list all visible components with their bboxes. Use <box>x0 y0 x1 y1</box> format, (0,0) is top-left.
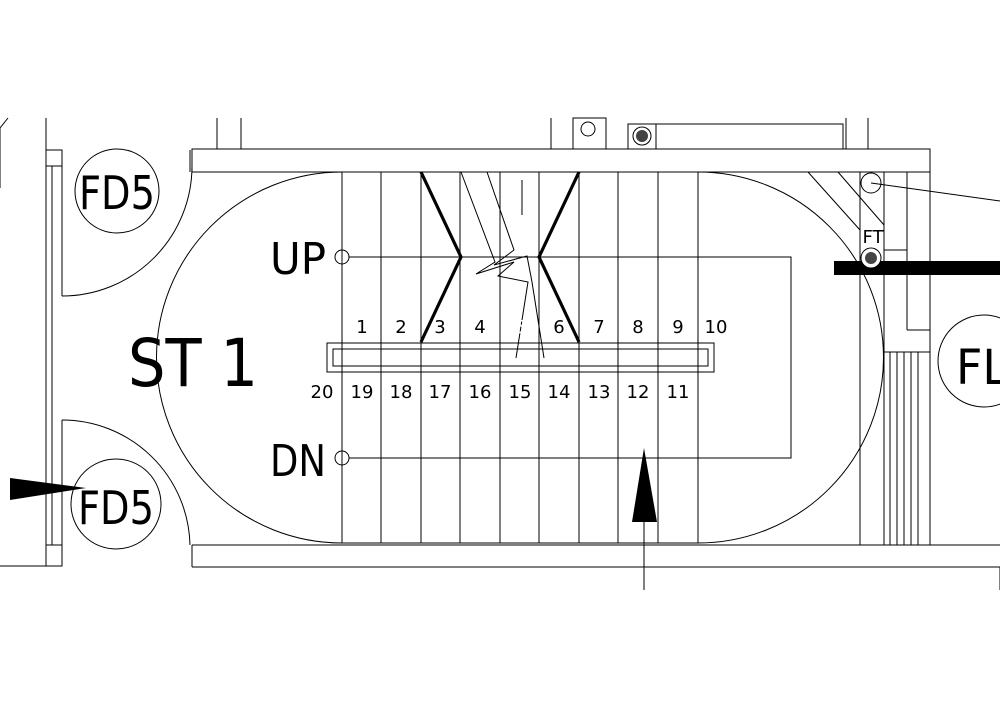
tread-number: 1 <box>356 317 367 338</box>
tread-number: 18 <box>390 382 413 403</box>
fire-door-top: FD5 <box>61 148 193 297</box>
landing-outline <box>156 171 884 544</box>
tread-number: 6 <box>553 317 564 338</box>
fire-door-bottom: FD5 <box>61 419 191 550</box>
tread-number: 3 <box>434 317 445 338</box>
ft-tag: FT <box>862 227 884 248</box>
walkline-up <box>334 249 792 466</box>
tread-number: 11 <box>667 382 690 403</box>
right-tag: FL <box>937 314 1000 408</box>
tread-number: 5 <box>514 317 525 338</box>
up-label: UP <box>270 234 326 285</box>
tread-number: 20 <box>311 382 334 403</box>
tread-number: 13 <box>588 382 611 403</box>
right-structure: FT <box>807 171 1000 545</box>
top-fixtures <box>572 117 844 150</box>
tread-number: 8 <box>632 317 643 338</box>
stair-name-label: ST 1 <box>128 325 258 402</box>
tread-number: 14 <box>548 382 571 403</box>
tread-number: 7 <box>593 317 604 338</box>
tread-number: 2 <box>395 317 406 338</box>
tread-number: 12 <box>627 382 650 403</box>
tread-number: 10 <box>705 317 728 338</box>
tread-number: 16 <box>469 382 492 403</box>
left-wall <box>0 117 63 567</box>
stair-treads <box>341 172 699 543</box>
tread-numbers-upper: 1 2 3 4 5 6 7 8 9 10 <box>356 317 727 338</box>
section-arrow <box>632 448 657 590</box>
tread-numbers-lower: 20 19 18 17 16 15 14 13 12 11 <box>311 382 690 403</box>
fire-door-bottom-label: FD5 <box>78 481 154 535</box>
tread-number: 19 <box>351 382 374 403</box>
stair-walls <box>189 118 1000 590</box>
tread-number: 9 <box>672 317 683 338</box>
tread-number: 4 <box>474 317 485 338</box>
down-label: DN <box>270 436 326 487</box>
tread-number: 17 <box>429 382 452 403</box>
entrance-arrow <box>10 478 86 500</box>
fire-door-top-label: FD5 <box>79 166 155 220</box>
tread-number: 15 <box>509 382 532 403</box>
stair-well <box>326 342 715 373</box>
right-tag-label: FL <box>956 340 1000 396</box>
